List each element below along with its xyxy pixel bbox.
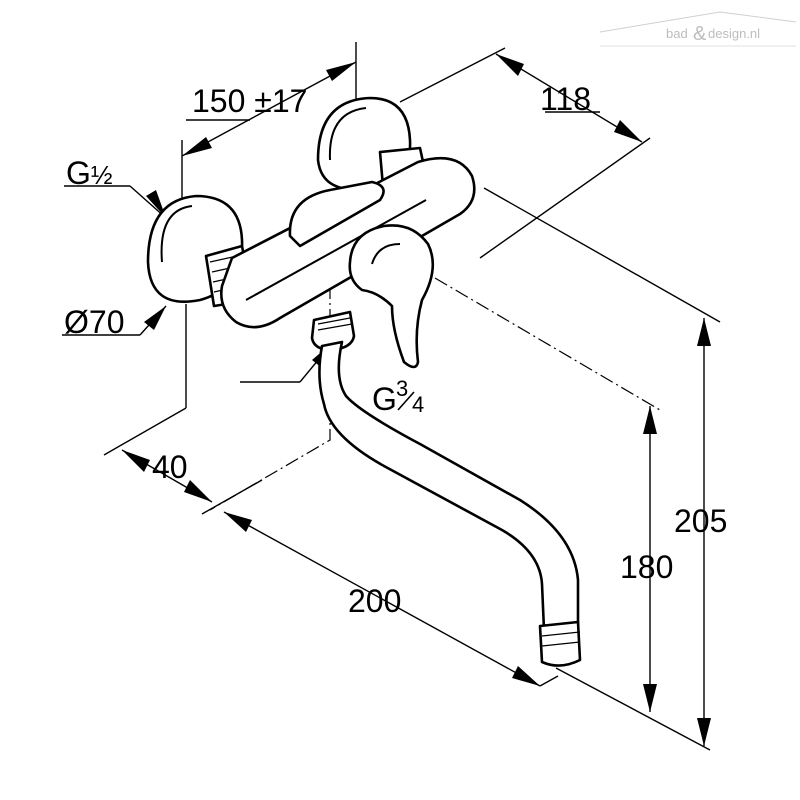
label-spout-height: 180 bbox=[620, 549, 673, 585]
label-thread-outlet-num: 3 bbox=[396, 376, 408, 401]
label-depth: 118 bbox=[540, 81, 591, 117]
watermark: bad & design.nl bbox=[599, 11, 797, 47]
mixer-body bbox=[220, 156, 476, 329]
watermark-design: design.nl bbox=[708, 26, 760, 41]
label-center-distance: 150 ±17 bbox=[192, 83, 307, 119]
spout bbox=[318, 340, 582, 667]
faucet bbox=[146, 96, 582, 667]
watermark-bad: bad bbox=[666, 26, 688, 41]
label-thread-outlet-den: 4 bbox=[412, 392, 424, 417]
watermark-amp: & bbox=[693, 23, 707, 45]
label-spout-reach: 200 bbox=[348, 583, 401, 619]
label-thread-inlet: G½ bbox=[66, 155, 113, 191]
label-thread-outlet-bar bbox=[397, 391, 415, 411]
label-offset: 40 bbox=[152, 449, 188, 485]
lever-handle bbox=[348, 224, 435, 369]
dimension-labels: 150 ±17 118 G½ Ø70 G 3 4 40 200 180 205 bbox=[64, 81, 727, 619]
label-total-height: 205 bbox=[674, 503, 727, 539]
label-rosette-diameter: Ø70 bbox=[64, 304, 124, 340]
label-thread-outlet-main: G bbox=[372, 381, 397, 417]
